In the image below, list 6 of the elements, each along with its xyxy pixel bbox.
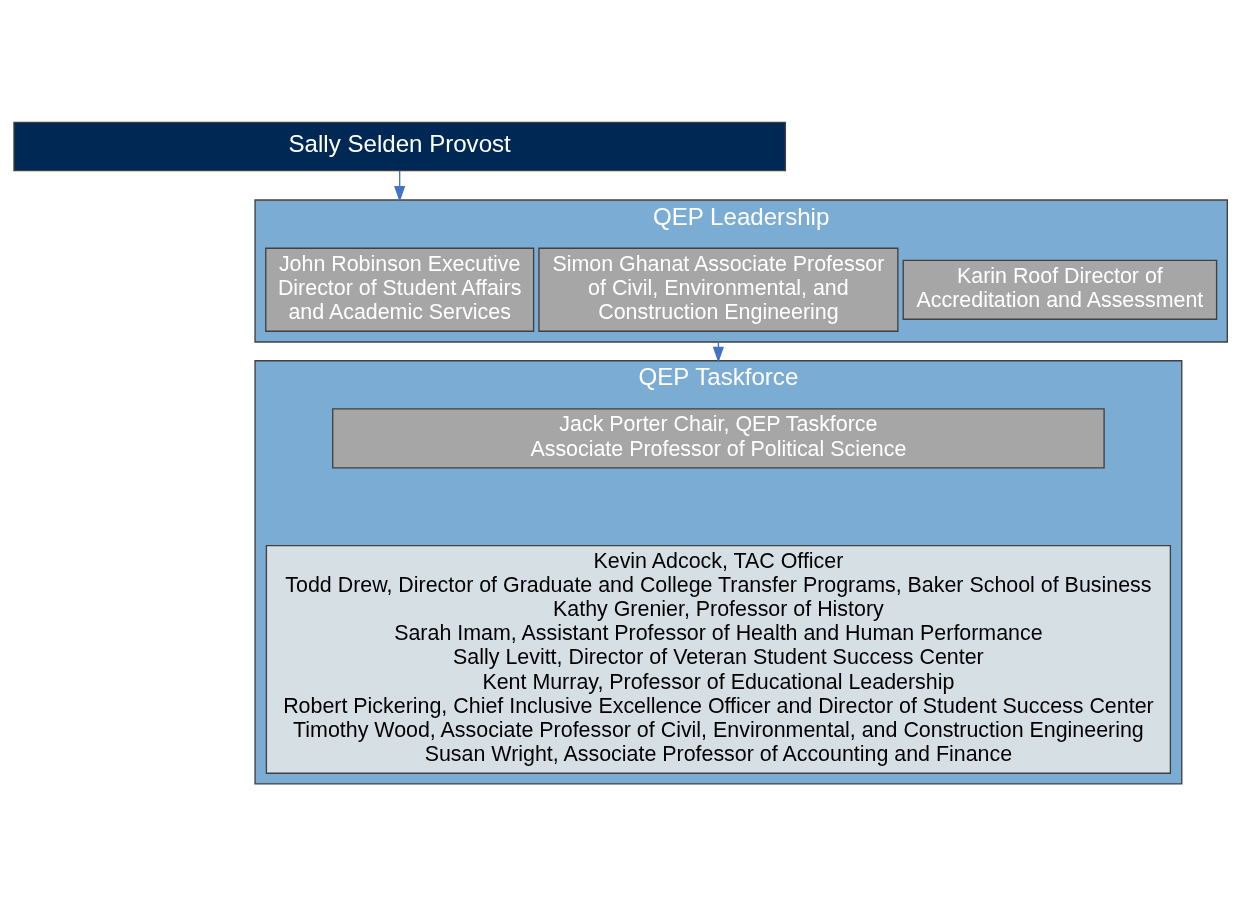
node-box: Simon Ghanat Associate Professor of Civil, Environmental, and Construction Engineering: [538, 247, 899, 332]
node-box: Kevin Adcock, TAC Officer Todd Drew, Director of Graduate and College Transfer Programs, Baker School of Business Kathy Grenier, Professor of History Sarah Imam, Assistant Professor of Health and Human Performance Sally Levitt, Director of Veteran Student Success Center Kent Murray, Professor of Educational Leadership Robert Pickering, Chief Inclusive Excellence Officer and Director of Student Success Center Timothy Wood, Associate Professor of Civil, Environmental, and Construction Engineering Susan Wright, Associate Professor of Accounting and Finance: [265, 544, 1172, 774]
node-box: Sally Selden Provost: [13, 121, 787, 171]
node-box: John Robinson Executive Director of Student Affairs and Academic Services: [265, 247, 535, 332]
node-box: Jack Porter Chair, QEP Taskforce Associate Professor of Political Science: [332, 407, 1105, 469]
node-box: Karin Roof Director of Accreditation and Assessment: [902, 259, 1218, 320]
